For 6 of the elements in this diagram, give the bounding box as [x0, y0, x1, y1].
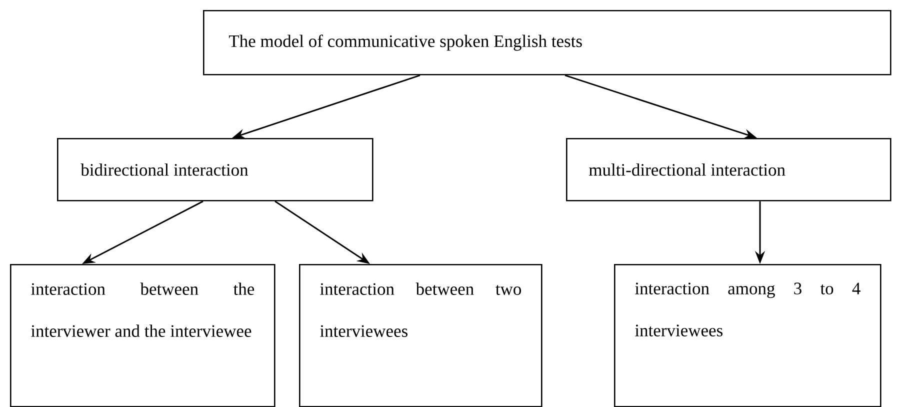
text-box: multi-directional interaction: [566, 138, 892, 202]
text-box: The model of communicative spoken English tests: [203, 10, 892, 76]
text-box: interaction between the interviewer and the interviewee: [10, 264, 276, 407]
text-box: interaction among 3 to 4 interviewees: [614, 264, 882, 407]
text-box: bidirectional interaction: [57, 138, 374, 202]
text-box: interaction between two interviewees: [299, 264, 542, 407]
